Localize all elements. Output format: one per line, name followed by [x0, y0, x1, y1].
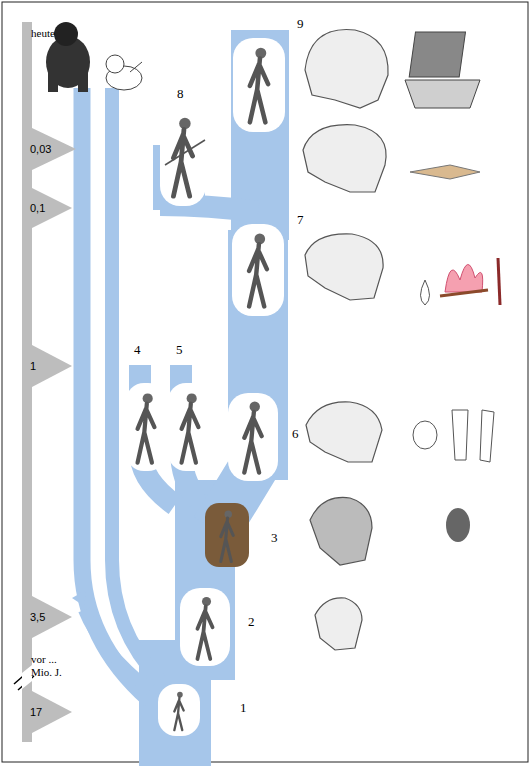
break-gap: [22, 665, 32, 689]
marker-shape: [22, 596, 72, 638]
callout-number: 3: [271, 530, 278, 546]
callout-number: 2: [248, 614, 255, 630]
time-value: 0,03: [22, 128, 76, 155]
time-value: 0,1: [22, 188, 72, 214]
tools: [405, 32, 500, 542]
marker-shape: [22, 345, 72, 387]
family-tree: [82, 30, 260, 766]
time-value: 1: [22, 345, 72, 372]
axis-unit: vor ... Mio. J.: [31, 653, 71, 679]
callout-number: 1: [240, 700, 247, 716]
callout-number: 6: [292, 426, 299, 442]
time-marker: 17: [22, 691, 72, 733]
marker-shape: [22, 188, 72, 228]
branch-arrowhead: [72, 590, 86, 606]
time-marker: 0,03: [22, 128, 76, 170]
callout-number: 9: [297, 16, 304, 32]
time-marker: 0,1: [22, 188, 72, 228]
time-marker: 1: [22, 345, 72, 387]
hominin-figures: [126, 38, 285, 736]
time-marker: 3,5: [22, 596, 72, 638]
callout-number: 7: [297, 212, 304, 228]
present-label: heute: [31, 27, 55, 40]
callout-number: 8: [177, 86, 184, 102]
callout-number: 4: [134, 342, 141, 358]
time-value: 3,5: [22, 596, 72, 623]
ape-icons: [46, 22, 142, 92]
skulls: [303, 30, 388, 651]
callout-number: 5: [176, 342, 183, 358]
time-value: 17: [22, 691, 72, 718]
marker-shape: [22, 691, 72, 733]
